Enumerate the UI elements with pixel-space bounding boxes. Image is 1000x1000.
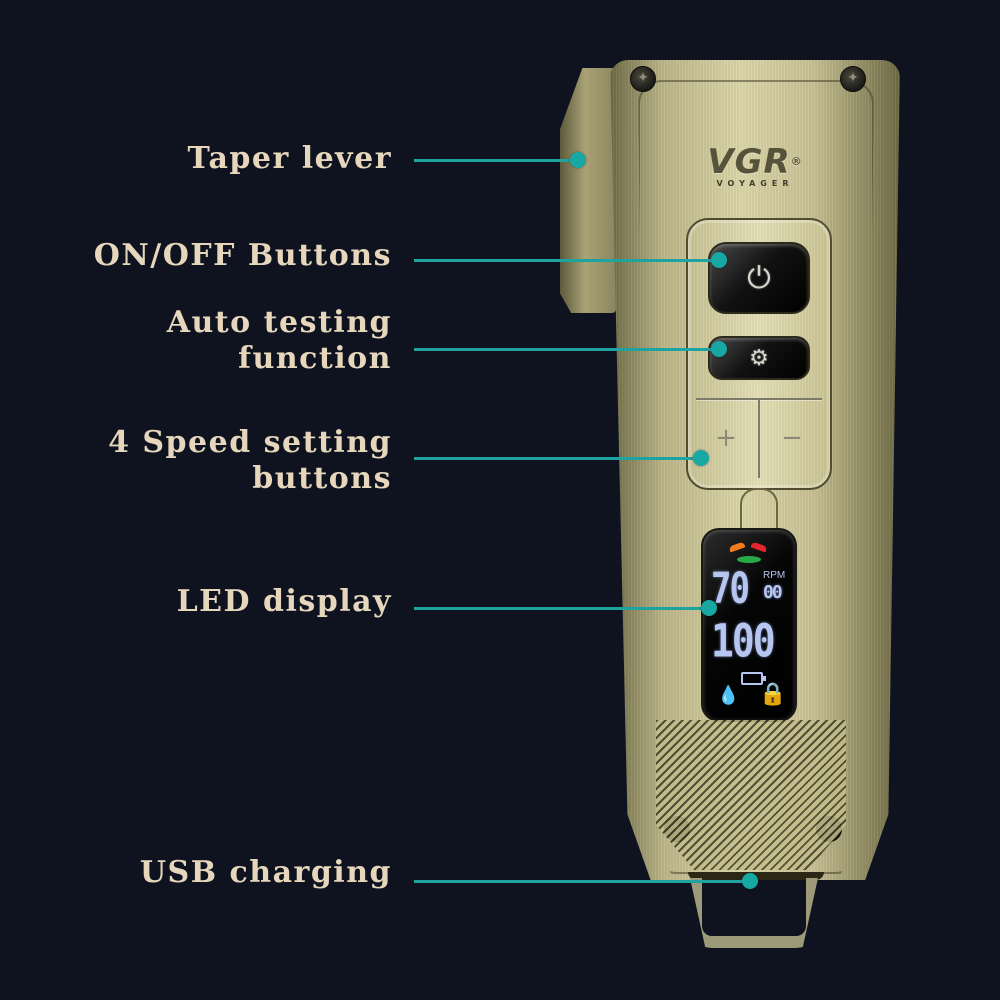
screw-icon [630, 66, 656, 92]
label-text: Taper lever [187, 141, 392, 176]
led-display: 70 RPM 00 100 💧 🔒 [701, 528, 797, 722]
speed-indicator [727, 541, 773, 566]
display-rpm-digits: 00 [763, 582, 783, 603]
registered-mark: ® [790, 155, 803, 168]
label-auto-testing: Auto testing function [167, 305, 392, 377]
label-text: Auto testing [166, 305, 392, 340]
label-text: 4 Speed setting [108, 425, 392, 460]
taper-lever[interactable] [560, 68, 616, 313]
speed-down-button[interactable]: − [762, 402, 822, 474]
label-taper-lever: Taper lever [187, 141, 392, 177]
indicator-orange [728, 541, 746, 553]
divider [696, 398, 822, 400]
label-text: ON/OFF Buttons [93, 238, 392, 273]
speed-up-button[interactable]: + [696, 402, 756, 474]
label-text-line2: buttons [252, 461, 392, 496]
label-speed-setting: 4 Speed setting buttons [108, 425, 392, 497]
connector-dot [701, 600, 717, 616]
connector-led-display [414, 607, 706, 610]
engraved-chevron-pattern [656, 720, 846, 870]
display-bottom-digits: 100 [711, 614, 776, 668]
battery-icon [741, 672, 766, 685]
oil-icon: 💧 [717, 685, 740, 706]
label-text-line2: function [238, 341, 392, 376]
label-text: USB charging [139, 855, 392, 890]
indicator-green [737, 556, 761, 563]
connector-dot [742, 873, 758, 889]
screw-icon [840, 66, 866, 92]
speed-setting-buttons: + − [696, 398, 822, 478]
engraving-ornament [740, 488, 778, 534]
brand-logo-text: VGR [707, 142, 791, 182]
connector-auto-testing [414, 348, 719, 351]
connector-speed-setting [414, 457, 698, 460]
label-text: LED display [176, 584, 392, 619]
connector-usb-charging [414, 880, 750, 883]
minus-icon: − [781, 423, 803, 453]
gear-icon: ⚙ [749, 345, 769, 371]
connector-dot [711, 341, 727, 357]
plus-icon: + [715, 423, 737, 453]
divider [758, 400, 760, 478]
connector-taper-lever [414, 159, 576, 162]
lock-icon: 🔒 [759, 682, 787, 707]
display-top-digits: 70 [711, 564, 750, 615]
label-led-display: LED display [177, 584, 392, 620]
hair-clipper: VGR® VOYAGER ⏻ ⚙ + − [560, 60, 900, 960]
label-usb-charging: USB charging [140, 855, 392, 891]
rpm-label: RPM [763, 570, 786, 581]
hanging-loop [690, 878, 818, 948]
indicator-red [750, 541, 768, 553]
power-icon: ⏻ [747, 260, 771, 296]
brand-logo: VGR® VOYAGER [695, 145, 815, 188]
connector-on-off [414, 259, 719, 262]
label-on-off-buttons: ON/OFF Buttons [94, 238, 392, 274]
brand-logo-subtext: VOYAGER [716, 179, 794, 188]
connector-dot [711, 252, 727, 268]
connector-dot [570, 152, 586, 168]
connector-dot [693, 450, 709, 466]
